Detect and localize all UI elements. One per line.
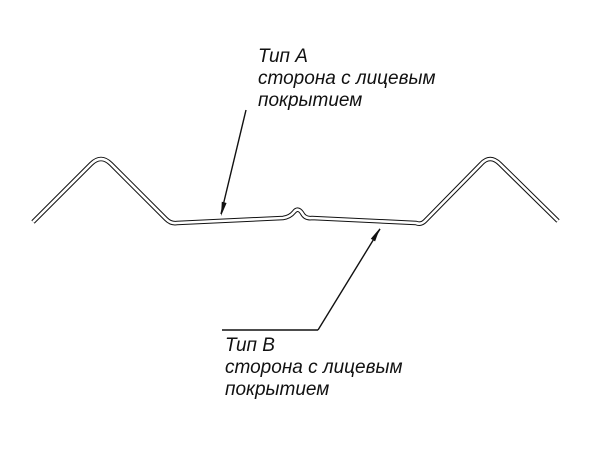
callout-type-a: Тип А сторона с лицевым покрытием xyxy=(220,46,436,216)
type-a-line2: покрытием xyxy=(258,90,362,111)
type-b-line2: покрытием xyxy=(225,379,329,400)
profile-outline-core xyxy=(32,157,559,225)
type-b-title: Тип В xyxy=(225,335,275,356)
leader-line-type-b xyxy=(317,228,381,331)
profile-outline-outer xyxy=(31,156,560,226)
arrowhead-type-b-icon xyxy=(370,228,380,242)
type-a-line1: сторона с лицевым xyxy=(258,68,436,89)
type-b-line1: сторона с лицевым xyxy=(225,357,403,378)
type-a-title: Тип А xyxy=(258,46,308,67)
profile-cross-section xyxy=(31,156,560,226)
arrowhead-type-a-icon xyxy=(221,201,227,216)
leader-line-type-a xyxy=(220,109,247,215)
callout-type-b: Тип В сторона с лицевым покрытием xyxy=(222,228,403,400)
